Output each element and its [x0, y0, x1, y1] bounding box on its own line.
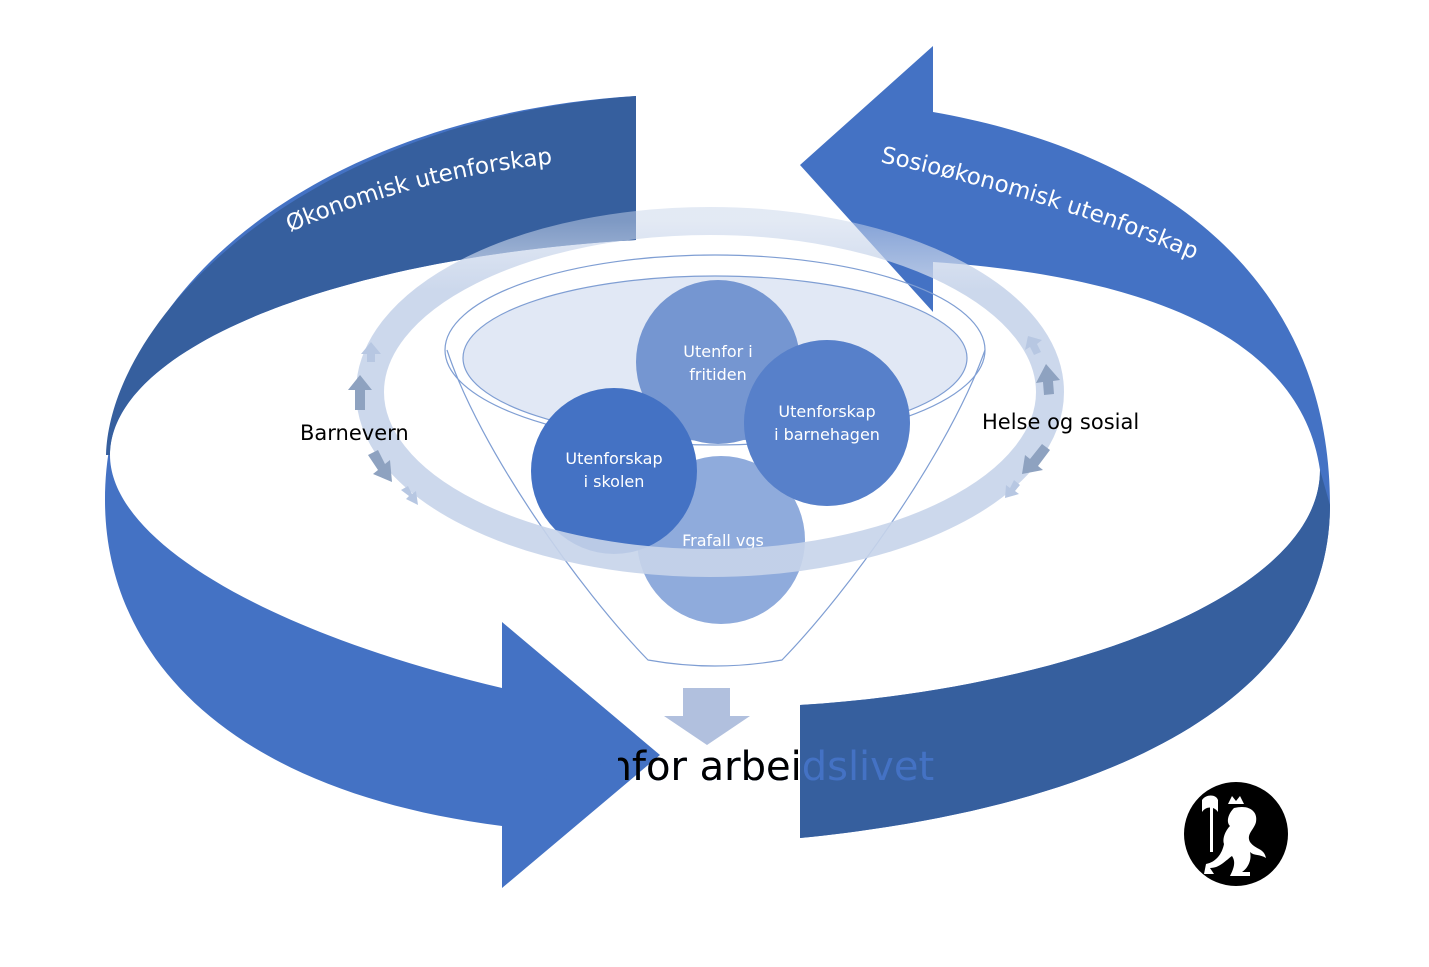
funnel-rim-outer: [444, 254, 986, 446]
bubble-bottom-label: Frafall vgs: [682, 531, 764, 550]
right-arrow-up: [1036, 364, 1060, 395]
economic-arrow-back: [106, 96, 636, 455]
left-arrow-down-small: [401, 486, 418, 505]
right-arrow-up-small: [1025, 336, 1042, 355]
norwegian-coat-of-arms-icon: [1184, 782, 1288, 886]
bubbles: [531, 280, 910, 624]
right-arrow-down: [1022, 444, 1050, 474]
economic-exclusion-arrow: [105, 96, 660, 888]
socioeconomic-arrow-lower: [800, 470, 1330, 838]
bubble-top-label-line2: fritiden: [689, 365, 747, 384]
bubble-right-overlap: [744, 340, 910, 506]
socioeconomic-exclusion-arrow: [800, 46, 1330, 838]
funnel-output-arrow: [664, 688, 750, 745]
bubble-right: [744, 340, 910, 506]
bubble-left-label-line1: Utenforskap: [565, 449, 662, 468]
outcome-label: Utenfor arbeidslivet: [537, 744, 934, 790]
left-cycle-arrows: [348, 342, 418, 505]
right-cycle-arrows: [1005, 336, 1060, 498]
outcome-label-overlay: Utenfor arbeidslivet: [537, 744, 934, 790]
left-arrow-up: [348, 375, 372, 410]
bubble-left: [531, 388, 697, 554]
left-arrow-down: [368, 450, 392, 482]
child-welfare-label: Barnevern: [300, 421, 409, 445]
bubble-right-label-line1: Utenforskap: [778, 402, 875, 421]
right-arrow-down-small: [1005, 480, 1020, 498]
bubble-top-label-line1: Utenfor i: [683, 342, 753, 361]
health-social-label: Helse og sosial: [982, 410, 1139, 434]
bubble-left-label-line2: i skolen: [584, 472, 645, 491]
bubble-right-label-line2: i barnehagen: [774, 425, 880, 444]
left-arrow-up-small: [361, 342, 381, 362]
